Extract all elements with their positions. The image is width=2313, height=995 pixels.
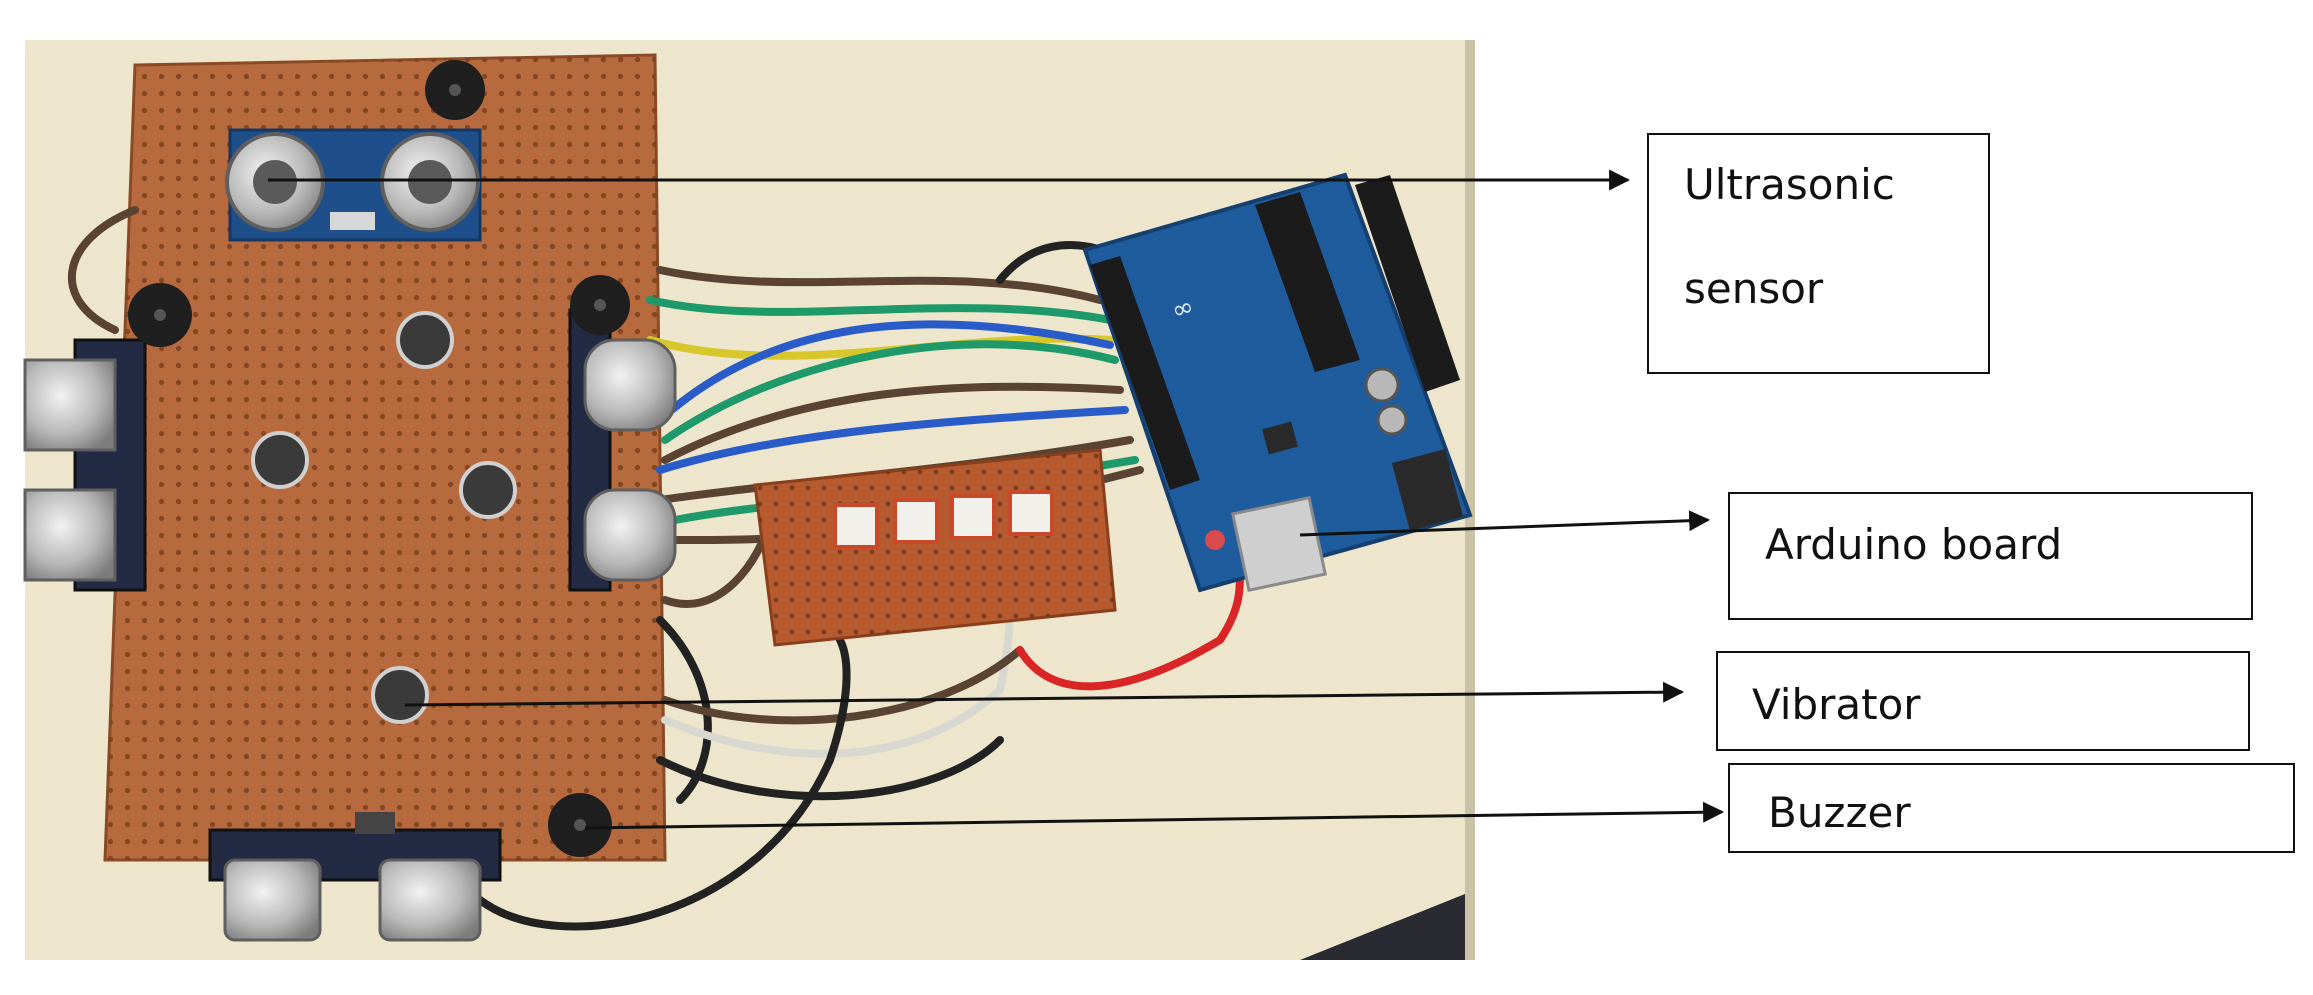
table-edge [1465, 40, 1475, 960]
label-box-ultrasonic [1647, 133, 1990, 374]
label-box-arduino [1728, 492, 2253, 620]
main-perfboard [103, 53, 667, 862]
ultrasonic-sensor-top [225, 128, 482, 242]
arduino-uno-board: ∞ [1082, 172, 1473, 593]
ultrasonic-sensor-left [23, 338, 147, 592]
arrow-buzzer [584, 801, 1725, 830]
label-box-buzzer [1728, 763, 2295, 853]
label-ultrasonic-line2: sensor [1684, 264, 1824, 313]
buzzers [128, 60, 630, 857]
label-buzzer: Buzzer [1768, 788, 1911, 837]
label-ultrasonic-line1: Ultrasonic [1684, 160, 1895, 209]
arrow-arduino [1299, 510, 1711, 537]
label-box-vibrator [1716, 651, 2250, 751]
label-arduino: Arduino board [1765, 520, 2063, 569]
ultrasonic-sensor-bottom [208, 812, 502, 942]
arrow-vibrator [404, 681, 1685, 707]
table-shadow [1300, 890, 1475, 960]
vibrator-motors [251, 311, 517, 724]
ultrasonic-sensor-right [568, 308, 677, 592]
connector-perfboard [753, 448, 1117, 647]
label-vibrator: Vibrator [1752, 680, 1921, 729]
callout-arrows [268, 169, 1725, 830]
